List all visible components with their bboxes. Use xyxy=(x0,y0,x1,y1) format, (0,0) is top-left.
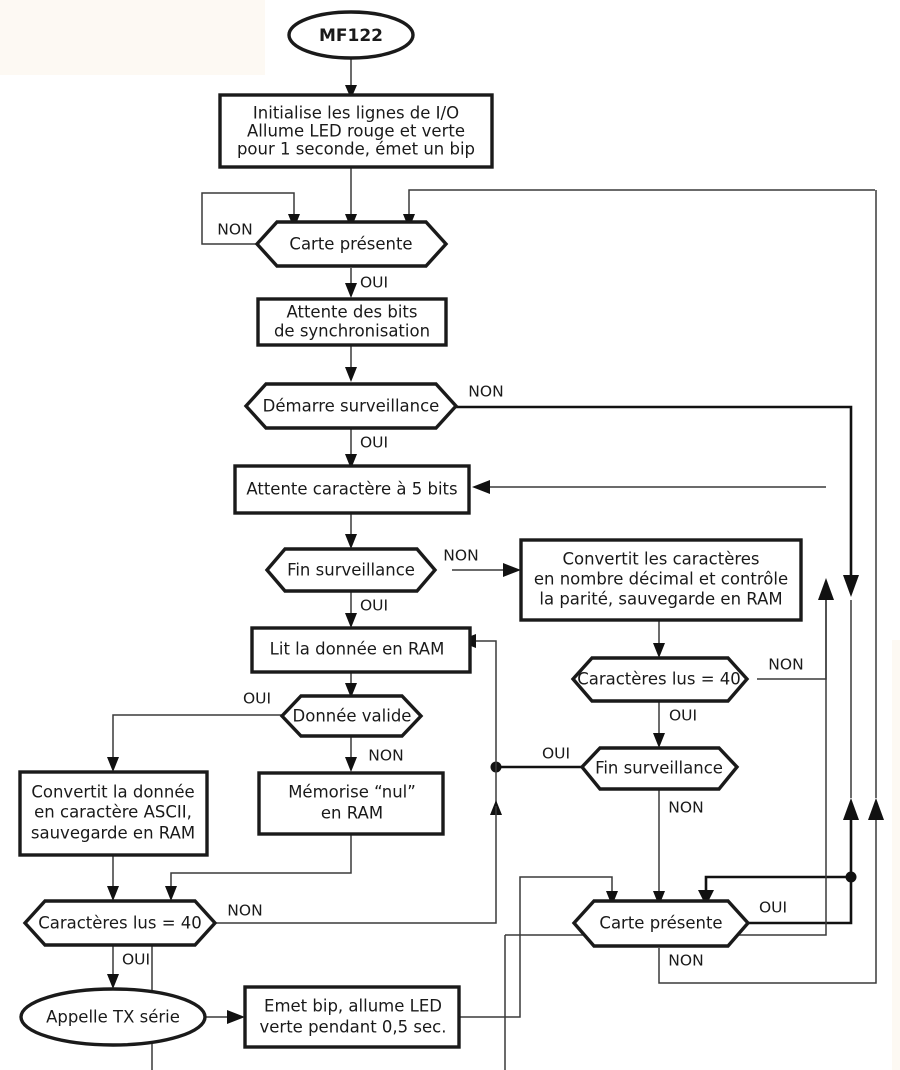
edge-label-oui-carac-left: OUI xyxy=(122,951,150,969)
node-convertit-donnee-line1: Convertit la donnée xyxy=(31,783,194,802)
right-edge-strip-decoration xyxy=(892,640,900,1070)
node-initialise-line3: pour 1 seconde, émet un bip xyxy=(237,140,475,159)
node-donnee-valide[interactable]: Donnée valide xyxy=(279,694,424,738)
node-attente-sync-line1: Attente des bits xyxy=(286,303,417,322)
node-caracteres-lus-right[interactable]: Caractères lus = 40 xyxy=(570,656,750,703)
edge-label-oui-demarre: OUI xyxy=(360,434,388,452)
edge-label-non-carte-top: NON xyxy=(217,221,252,239)
node-initialise[interactable]: Initialise les lignes de I/O Allume LED … xyxy=(218,93,494,169)
node-convertit-caracteres-line3: la parité, sauvegarde en RAM xyxy=(539,590,782,609)
edge-label-oui-carac-right: OUI xyxy=(669,707,697,725)
node-carte-presente-bottom[interactable]: Carte présente xyxy=(571,899,751,948)
node-start-label: MF122 xyxy=(319,26,383,46)
node-start-mf122[interactable]: MF122 xyxy=(287,10,415,60)
node-carte-presente-top[interactable]: Carte présente xyxy=(254,220,449,268)
edge-label-oui-carte-bottom: OUI xyxy=(759,899,787,917)
edge-label-oui-carte-top: OUI xyxy=(360,274,388,292)
node-attente-sync-line2: de synchronisation xyxy=(274,322,430,341)
node-initialise-line2: Allume LED rouge et verte xyxy=(247,122,465,141)
node-convertit-caracteres-line2: en nombre décimal et contrôle xyxy=(534,570,788,589)
edge-label-non-carte-bottom: NON xyxy=(668,952,703,970)
node-attente-caractere[interactable]: Attente caractère à 5 bits xyxy=(233,464,471,515)
node-appelle-tx[interactable]: Appelle TX série xyxy=(19,987,207,1047)
edge-label-non-fin2: NON xyxy=(668,799,703,817)
node-caracteres-lus-left[interactable]: Caractères lus = 40 xyxy=(22,899,218,947)
node-emet-bip-line1: Emet bip, allume LED xyxy=(264,997,442,1016)
edge-label-oui-donnee-valide: OUI xyxy=(243,690,271,708)
node-fin-surveillance-1-label: Fin surveillance xyxy=(287,561,415,580)
node-carte-presente-top-label: Carte présente xyxy=(289,235,412,254)
node-convertit-donnee[interactable]: Convertit la donnée en caractère ASCII, … xyxy=(18,770,209,857)
node-convertit-caracteres-line1: Convertit les caractères xyxy=(562,550,759,569)
node-caracteres-lus-right-label: Caractères lus = 40 xyxy=(577,670,741,689)
node-attente-sync[interactable]: Attente des bits de synchronisation xyxy=(256,297,448,347)
node-lit-donnee[interactable]: Lit la donnée en RAM xyxy=(250,626,472,674)
node-convertit-donnee-line2: en caractère ASCII, xyxy=(34,803,192,822)
node-memorise-nul-line1: Mémorise “nul” xyxy=(288,783,416,802)
node-lit-donnee-label: Lit la donnée en RAM xyxy=(270,640,445,659)
edge-labels: NON OUI NON OUI NON OUI NON OUI OUI NON … xyxy=(122,221,804,970)
edge-label-non-carac-left: NON xyxy=(227,902,262,920)
node-emet-bip[interactable]: Emet bip, allume LED verte pendant 0,5 s… xyxy=(243,985,461,1049)
node-demarre-surveillance[interactable]: Démarre surveillance xyxy=(243,382,459,430)
node-emet-bip-line2: verte pendant 0,5 sec. xyxy=(260,1018,447,1037)
corner-panel-decoration xyxy=(0,0,265,75)
edge-label-oui-fin1: OUI xyxy=(360,597,388,615)
node-demarre-surveillance-label: Démarre surveillance xyxy=(263,397,440,416)
edge-label-oui-fin2: OUI xyxy=(542,745,570,763)
node-fin-surveillance-2[interactable]: Fin surveillance xyxy=(579,746,740,791)
edge-label-non-donnee-valide: NON xyxy=(368,747,403,765)
node-convertit-caracteres[interactable]: Convertit les caractères en nombre décim… xyxy=(519,538,803,622)
edge-label-non-carac-right: NON xyxy=(768,656,803,674)
node-fin-surveillance-2-label: Fin surveillance xyxy=(595,759,723,778)
edge-label-non-fin1: NON xyxy=(443,547,478,565)
node-memorise-nul[interactable]: Mémorise “nul” en RAM xyxy=(257,771,445,836)
node-appelle-tx-label: Appelle TX série xyxy=(46,1008,180,1027)
node-initialise-line1: Initialise les lignes de I/O xyxy=(253,104,459,123)
node-memorise-nul-line2: en RAM xyxy=(321,804,383,823)
node-carte-presente-bottom-label: Carte présente xyxy=(599,914,722,933)
node-caracteres-lus-left-label: Caractères lus = 40 xyxy=(38,914,202,933)
node-convertit-donnee-line3: sauvegarde en RAM xyxy=(31,824,195,843)
edge-label-non-demarre: NON xyxy=(468,383,503,401)
node-attente-caractere-label: Attente caractère à 5 bits xyxy=(246,480,457,499)
node-fin-surveillance-1[interactable]: Fin surveillance xyxy=(264,547,438,593)
node-donnee-valide-label: Donnée valide xyxy=(293,707,412,726)
connectors xyxy=(107,57,884,1070)
